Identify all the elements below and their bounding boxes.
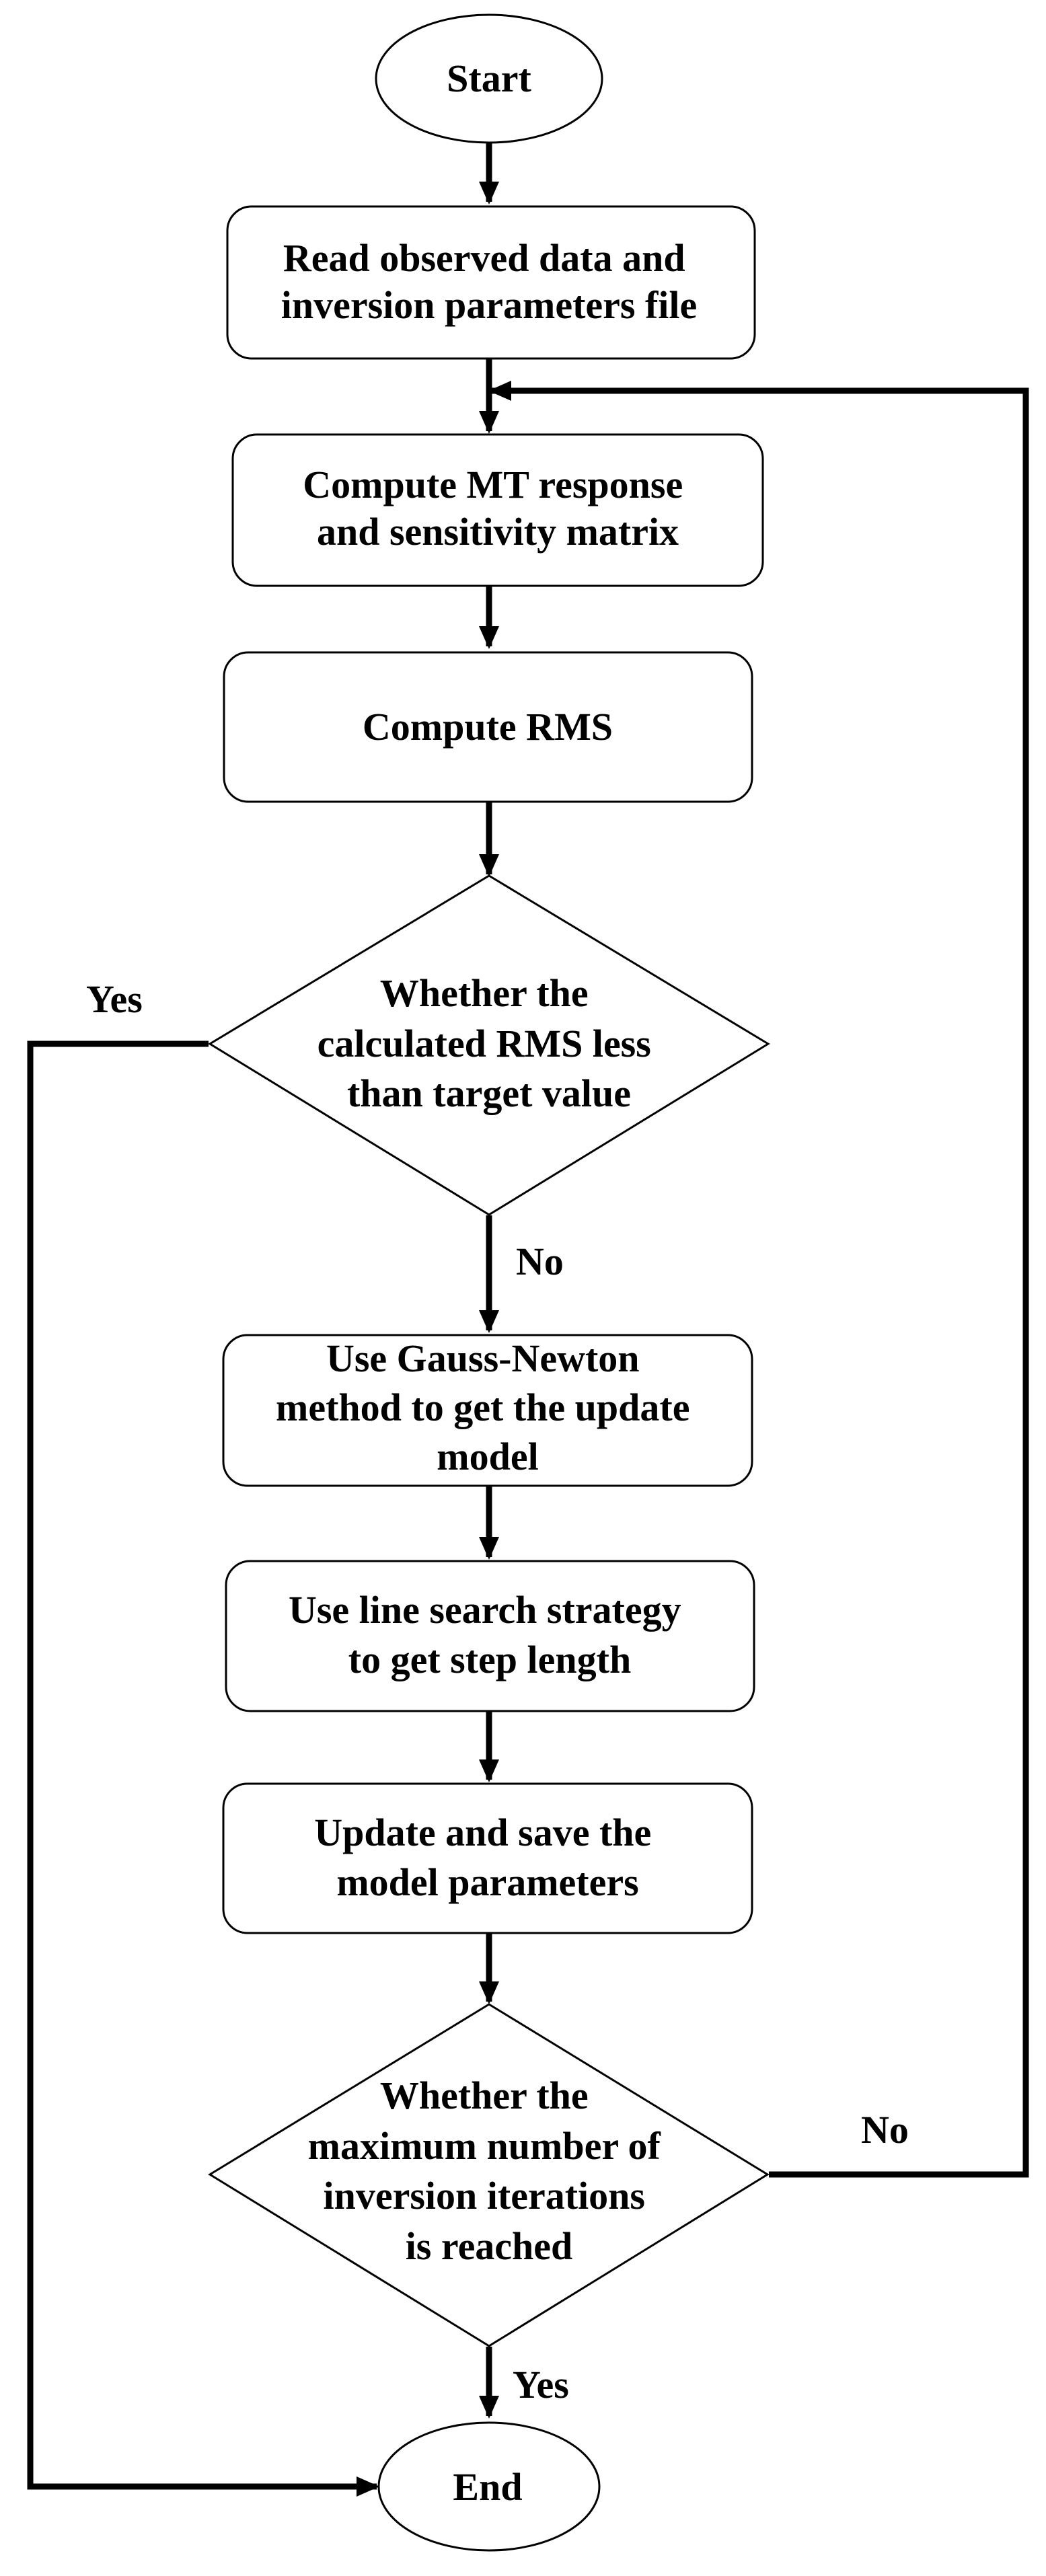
end-terminal [377, 2421, 601, 2552]
start-label: Start [447, 56, 531, 100]
update-model-label: Update and save the model parameters [314, 1811, 661, 1904]
read-data-label: Read observed data and inversion paramet… [281, 236, 698, 327]
compute-response-label: Compute MT response and sensitivity matr… [303, 463, 693, 554]
rms-decision-diamond [208, 874, 770, 1216]
iteration-decision-label: Whether the maximum number of inversion … [308, 2074, 671, 2268]
compute-rms-label: Compute RMS [363, 705, 613, 749]
arrow-yes-loop-to-end [27, 1040, 379, 2497]
connectors [27, 143, 1029, 2497]
node-labels: Start Read observed data and inversion p… [276, 56, 700, 2509]
gauss-newton-box [222, 1334, 753, 1487]
read-data-box [226, 205, 756, 360]
update-model-box [222, 1782, 753, 1934]
compute-rms-box [223, 651, 753, 803]
line-search-box [225, 1560, 755, 1712]
line-search-label: Use line search strategy to get step len… [289, 1588, 691, 1681]
iteration-decision-diamond [208, 2003, 770, 2347]
rms-yes-label: Yes [86, 977, 143, 1021]
end-label: End [453, 2465, 522, 2509]
arrow-no-loop-to-compute [488, 381, 1029, 2178]
start-terminal [375, 13, 603, 144]
iter-yes-label: Yes [513, 2363, 569, 2407]
edge-labels: Yes No No Yes [86, 977, 909, 2407]
compute-response-box [231, 433, 764, 587]
gauss-newton-label: Use Gauss-Newton method to get the updat… [276, 1336, 700, 1478]
iter-no-label: No [861, 2108, 909, 2152]
rms-decision-label: Whether the calculated RMS less than tar… [317, 971, 661, 1115]
nodes [208, 13, 770, 2552]
rms-no-label: No [516, 1240, 564, 1283]
